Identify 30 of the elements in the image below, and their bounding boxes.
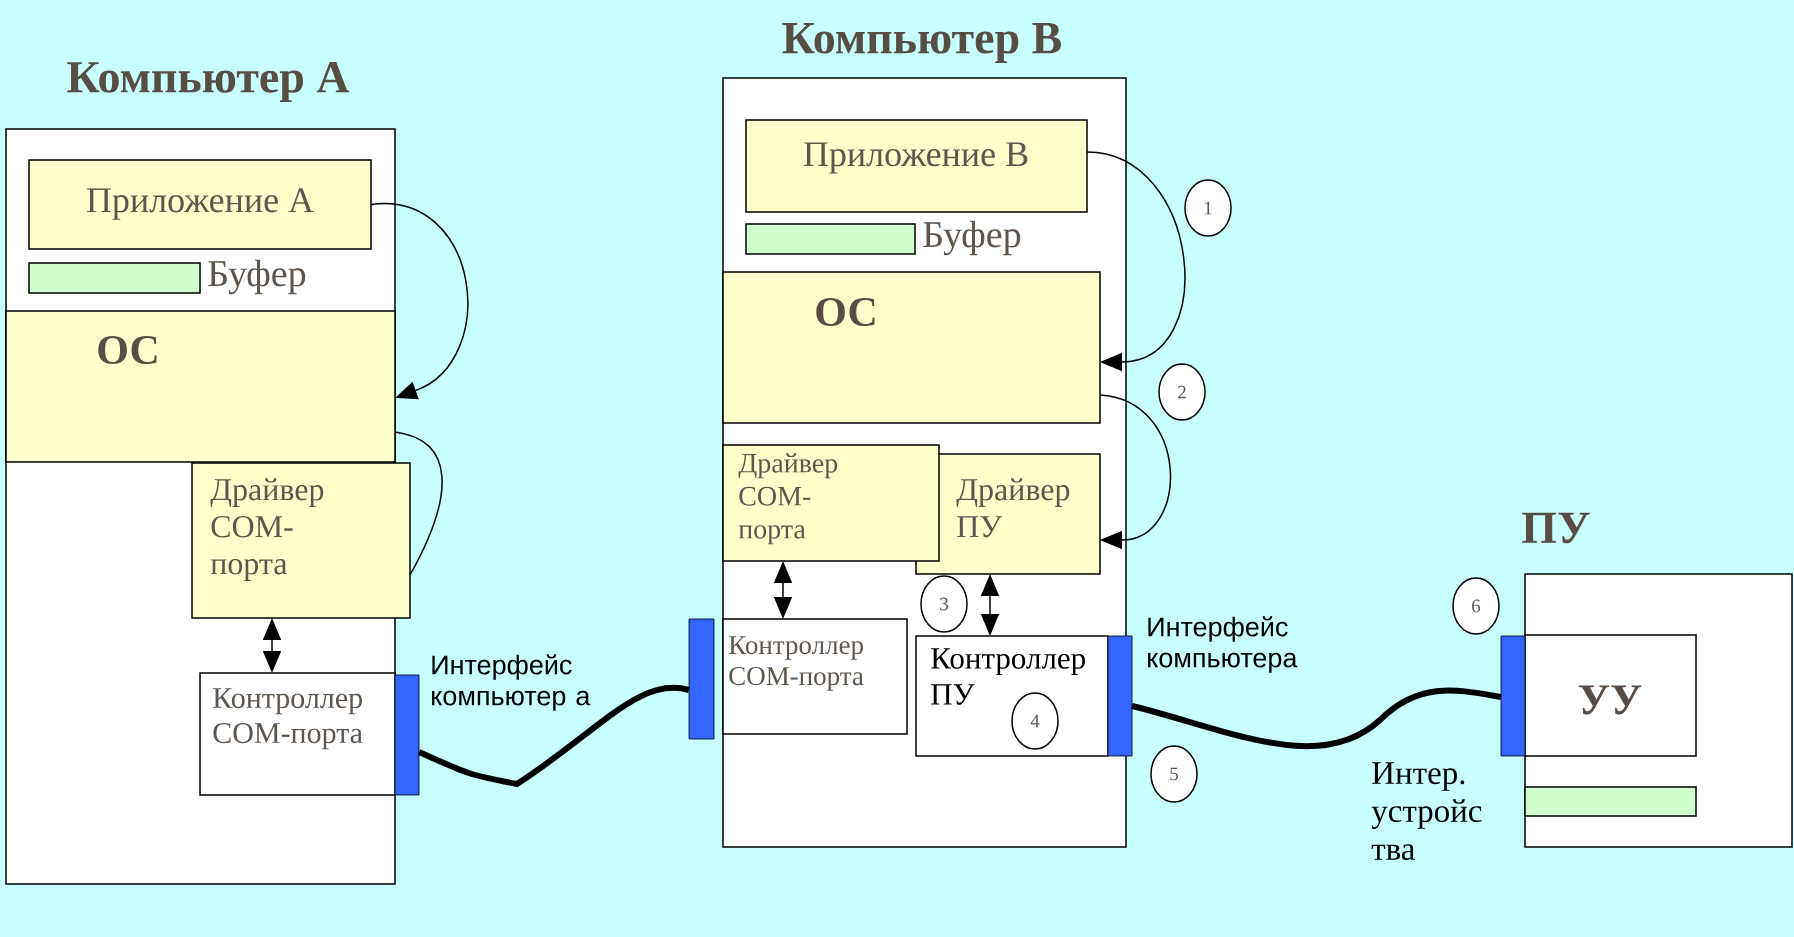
arrow [1099, 394, 1171, 550]
node-label: Компьютер А [67, 61, 350, 103]
node-label: ПУ [1522, 512, 1590, 544]
interface-label: Интерфейс компьютер а [432, 654, 591, 711]
driver-box: Драйвер COM-порта [722, 444, 940, 562]
cable [1131, 687, 1502, 750]
interface-label: Интерфейс компьютера [1148, 616, 1298, 673]
driver-box: Драйвер COM-порта [191, 462, 411, 619]
controller-box: Контроллер COM-порта [199, 672, 396, 796]
buffer-bar [1524, 786, 1697, 817]
connector-line [394, 431, 443, 576]
buffer-bar [745, 223, 916, 255]
node-label: Компьютер B [782, 23, 1061, 63]
buffer-label: Буфер [208, 259, 306, 295]
control-unit-box: УУ [1524, 634, 1697, 757]
port-connector [1500, 635, 1526, 757]
arrow [1086, 151, 1186, 372]
os-box: ОС [722, 271, 1101, 424]
cable [417, 684, 690, 787]
buffer-label: Буфер [923, 220, 1021, 256]
port-connector [1107, 635, 1133, 757]
controller-box: Контроллер COM-порта [722, 618, 908, 735]
port-connector [394, 674, 420, 796]
os-box: ОС [5, 310, 396, 463]
buffer-bar [28, 262, 201, 294]
arrow [370, 203, 469, 400]
port-connector [688, 618, 715, 740]
application-box: Приложение B [745, 119, 1088, 213]
interface-label: Интер. устройс тва [1371, 762, 1482, 861]
application-box: Приложение А [28, 159, 372, 250]
